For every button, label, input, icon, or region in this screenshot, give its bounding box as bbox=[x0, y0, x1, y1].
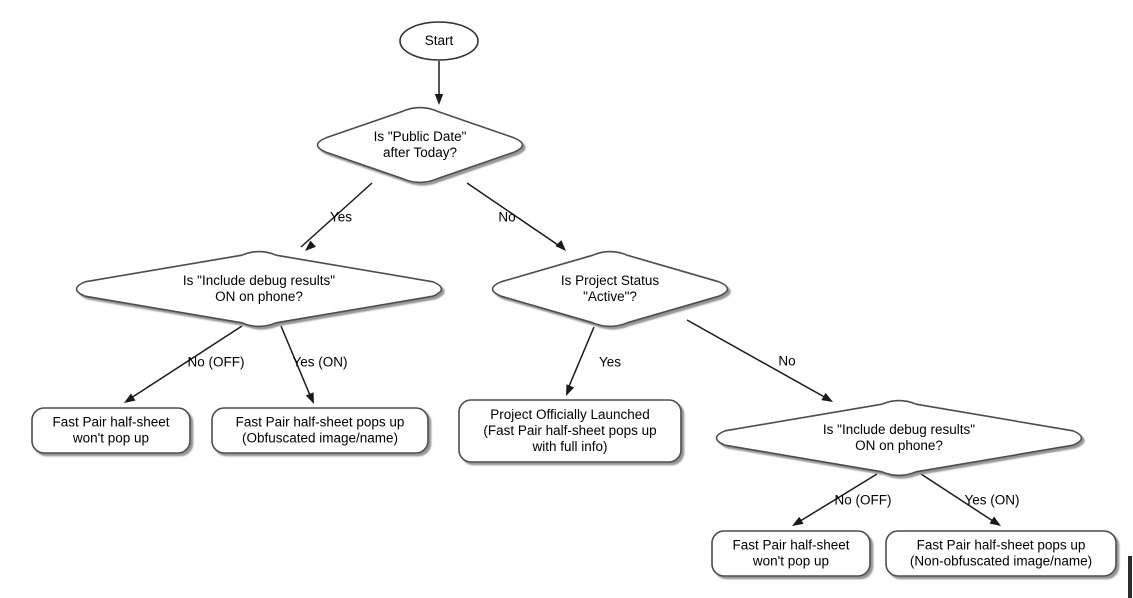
edge-label-debug-left-no-off: No (OFF) bbox=[188, 355, 245, 370]
edge-label-public-date-no: No bbox=[498, 210, 515, 225]
decision-diamond bbox=[75, 250, 443, 328]
node-label-public-date: Is "Public Date"after Today? bbox=[374, 129, 467, 160]
scan-artifact bbox=[1128, 556, 1132, 598]
start-ellipse bbox=[399, 21, 479, 61]
edge-label-debug-right-no-off: No (OFF) bbox=[835, 493, 892, 508]
edge-debug-right-yes-on bbox=[920, 473, 1001, 526]
edge-line bbox=[566, 326, 595, 392]
edges-layer bbox=[124, 61, 1001, 526]
node-public-date: Is "Public Date"after Today? bbox=[316, 106, 524, 184]
arrow-head-icon bbox=[124, 393, 136, 403]
edge-project-status-no bbox=[686, 319, 833, 402]
nodes-layer: Start Is "Public Date"after Today? Is "Inc… bbox=[31, 21, 1117, 577]
node-debug-results-right: Is "Include debug results"ON on phone? bbox=[715, 399, 1083, 477]
terminator-box bbox=[885, 530, 1117, 577]
edge-line bbox=[796, 473, 878, 524]
edge-scan-artifact bbox=[1128, 556, 1132, 598]
edge-line bbox=[686, 319, 829, 400]
node-result-launched: Project Officially Launched(Fast Pair ha… bbox=[458, 399, 682, 463]
arrow-head-icon bbox=[434, 94, 444, 105]
terminator-box bbox=[711, 530, 871, 577]
edge-start-to-public-date bbox=[434, 61, 444, 105]
terminator-box bbox=[31, 407, 191, 454]
arrow-head-icon bbox=[821, 392, 833, 402]
edge-line bbox=[127, 325, 243, 401]
arrow-head-icon bbox=[792, 516, 804, 526]
edge-label-project-status-yes: Yes bbox=[599, 355, 621, 370]
node-result-non-obfuscated: Fast Pair half-sheet pops up(Non-obfusca… bbox=[885, 530, 1117, 577]
edge-line bbox=[280, 325, 313, 401]
node-start: Start bbox=[399, 21, 479, 61]
node-label-debug-results-right: Is "Include debug results"ON on phone? bbox=[823, 422, 975, 453]
edge-debug-left-yes-on bbox=[280, 325, 314, 404]
edge-debug-left-no-off bbox=[124, 325, 243, 403]
node-debug-results-left: Is "Include debug results"ON on phone? bbox=[75, 250, 443, 328]
node-label-start: Start bbox=[425, 33, 454, 48]
edge-line bbox=[300, 182, 373, 248]
node-label-result-non-obfuscated: Fast Pair half-sheet pops up(Non-obfusca… bbox=[910, 537, 1092, 568]
edge-debug-right-no-off bbox=[792, 473, 878, 526]
decision-diamond bbox=[316, 106, 524, 184]
edge-public-date-yes bbox=[300, 182, 373, 251]
edge-public-date-no bbox=[466, 182, 566, 251]
terminator-box bbox=[211, 407, 429, 454]
arrow-head-icon bbox=[989, 516, 1001, 526]
node-result-obfuscated: Fast Pair half-sheet pops up(Obfuscated … bbox=[211, 407, 429, 454]
edge-label-debug-right-yes-on: Yes (ON) bbox=[964, 493, 1019, 508]
arrow-head-icon bbox=[555, 240, 566, 251]
node-label-project-status: Is Project Status"Active"? bbox=[561, 273, 660, 304]
decision-diamond bbox=[715, 399, 1083, 477]
edge-line bbox=[466, 182, 562, 248]
edge-label-debug-left-yes-on: Yes (ON) bbox=[292, 355, 347, 370]
node-project-status: Is Project Status"Active"? bbox=[491, 250, 729, 328]
arrow-head-icon bbox=[305, 392, 314, 404]
node-label-result-obfuscated: Fast Pair half-sheet pops up(Obfuscated … bbox=[236, 414, 405, 445]
terminator-box bbox=[458, 399, 682, 463]
edge-label-project-status-no: No bbox=[778, 354, 795, 369]
node-label-result-launched: Project Officially Launched(Fast Pair ha… bbox=[483, 407, 656, 454]
decision-diamond bbox=[491, 250, 729, 328]
node-label-debug-results-left: Is "Include debug results"ON on phone? bbox=[183, 273, 335, 304]
edge-label-public-date-yes: Yes bbox=[330, 210, 352, 225]
edge-line bbox=[920, 473, 997, 524]
arrow-head-icon bbox=[566, 384, 575, 396]
edge-project-status-yes bbox=[566, 326, 595, 396]
arrow-head-icon bbox=[305, 240, 316, 251]
